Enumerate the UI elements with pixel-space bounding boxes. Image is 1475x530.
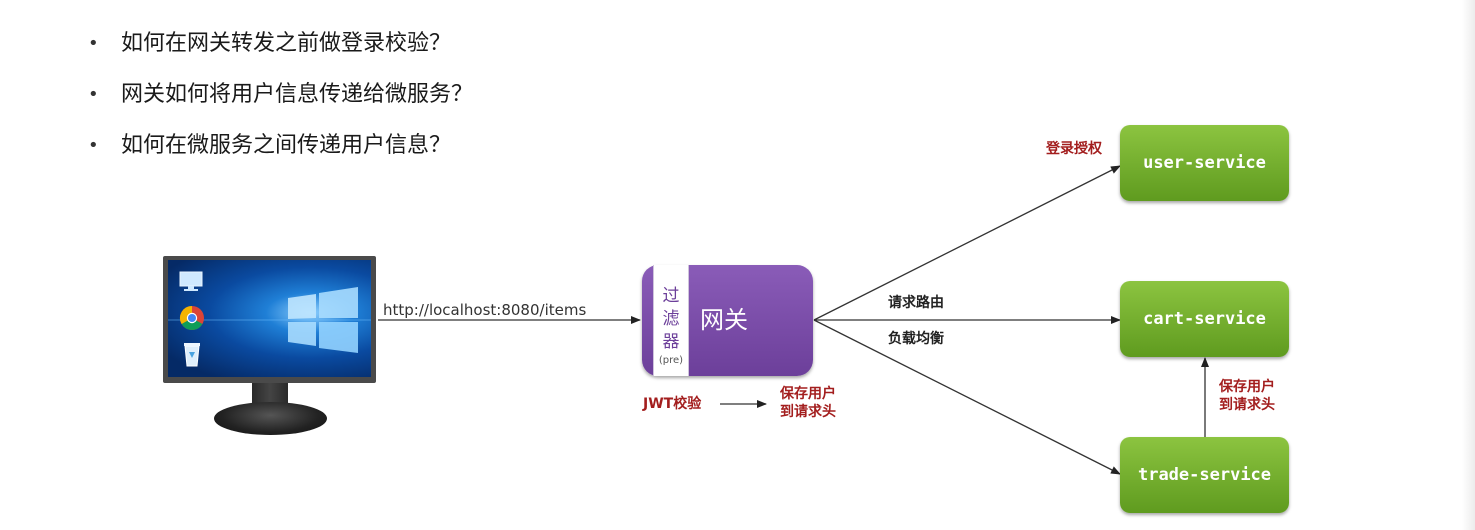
route-label: 请求路由 [888,295,944,311]
question-item: • 如何在网关转发之前做登录校验？ [88,24,473,75]
question-text: 网关如何将用户信息传递给微服务？ [121,82,474,107]
desktop-screen [168,260,371,377]
page-edge-shadow [1462,0,1475,530]
gateway-label: 网关 [700,306,748,334]
bullet-icon: • [88,33,99,54]
question-list: • 如何在网关转发之前做登录校验？ • 网关如何将用户信息传递给微服务？ • 如何在微… [88,24,473,177]
balance-label: 负载均衡 [888,331,944,347]
service-name: user-service [1143,153,1266,173]
trade-save-user-label: 保存用户 到请求头 [1219,378,1275,414]
question-text: 如何在网关转发之前做登录校验？ [121,31,452,56]
chrome-icon [179,306,204,331]
service-name: trade-service [1137,465,1272,485]
pre-filter: 过 滤 器 (pre) [654,265,688,376]
trade-save-line: 保存用户 [1219,379,1275,395]
client-monitor [163,256,376,383]
filter-char: 过 [662,286,680,306]
filter-char: 滤 [662,309,680,329]
trade-service-box: trade-service [1120,437,1289,513]
filter-char: 器 [662,332,680,352]
save-user-label: 保存用户 到请求头 [780,385,836,421]
question-text: 如何在微服务之间传递用户信息？ [121,133,452,158]
request-url-label: http://localhost:8080/items [383,301,587,319]
save-user-line: 到请求头 [780,404,836,420]
cart-service-box: cart-service [1120,281,1289,357]
user-service-box: user-service [1120,125,1289,201]
bullet-icon: • [88,84,99,105]
question-item: • 网关如何将用户信息传递给微服务？ [88,75,473,126]
route-arrow-user [813,165,1121,321]
bullet-icon: • [88,135,99,156]
question-item: • 如何在微服务之间传递用户信息？ [88,126,473,177]
monitor-stand-base [214,402,327,435]
gateway-box: 过 滤 器 (pre) 网关 [642,265,813,376]
recycle-bin-icon [184,343,200,367]
service-name: cart-service [1143,309,1266,329]
save-user-line: 保存用户 [780,386,836,402]
this-pc-icon [179,271,203,291]
auth-label: 登录授权 [1046,141,1102,157]
trade-save-line: 到请求头 [1219,397,1275,413]
filter-tag: (pre) [658,355,684,366]
jwt-check-label: JWT校验 [643,396,702,412]
route-arrow-trade [813,319,1121,475]
